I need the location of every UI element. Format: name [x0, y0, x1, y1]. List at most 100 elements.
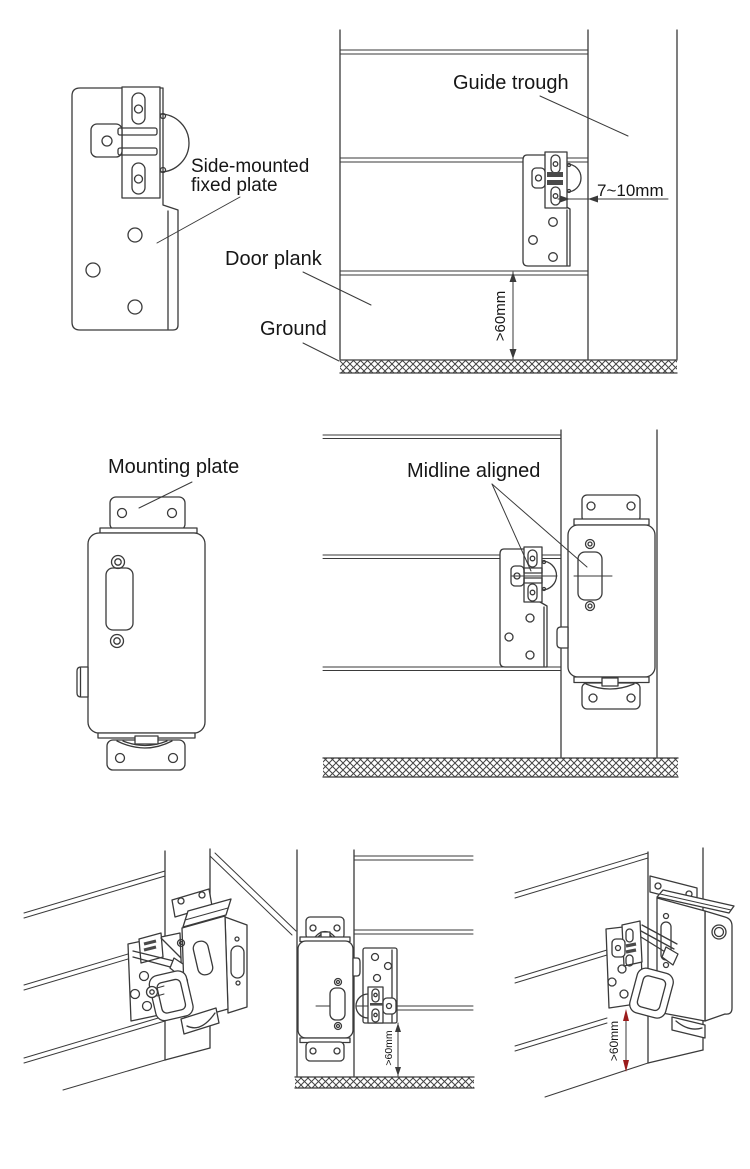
slot-screw — [133, 104, 144, 114]
pin-link — [156, 993, 165, 997]
handle-hole — [711, 924, 727, 940]
keyhole-slot — [230, 945, 245, 979]
plate-hole — [383, 961, 393, 971]
horizontal-slot — [547, 180, 563, 185]
slot-screw — [529, 555, 536, 562]
leader-door-plank — [302, 271, 372, 306]
top-strip — [99, 527, 198, 534]
door-planks — [353, 855, 474, 1011]
screw-icon — [662, 961, 670, 969]
label-guide-trough: Guide trough — [453, 72, 569, 94]
fig-midline-aligned: Midline aligned — [322, 429, 679, 778]
fig-perspective-left — [23, 848, 297, 1091]
latch-arc — [585, 683, 635, 690]
horizontal-slot — [143, 939, 157, 946]
screw-icon — [109, 633, 125, 649]
label-side-mounted-2: fixed plate — [191, 175, 278, 196]
wing-hole — [101, 135, 113, 147]
lock-unit — [556, 494, 656, 710]
pin-link — [156, 985, 165, 989]
plate-hole — [127, 299, 143, 315]
label-side-mounted-1: Side-mounted — [191, 156, 309, 177]
horizontal-slot — [523, 567, 543, 574]
u-handle — [148, 970, 194, 1022]
plate-hole — [85, 262, 101, 278]
screw-icon — [234, 936, 240, 942]
arrow-up-icon — [509, 272, 517, 282]
plate-hole — [525, 650, 535, 660]
handle-pin — [145, 985, 159, 999]
door-planks — [339, 49, 589, 276]
latch-bulge — [566, 163, 582, 193]
label-mounting-plate: Mounting plate — [108, 456, 239, 478]
bulge-pin — [566, 162, 572, 168]
flange-hole — [333, 1047, 341, 1055]
leader-midline-2 — [491, 483, 588, 568]
slot-screw — [133, 174, 144, 184]
screw-icon — [584, 538, 596, 550]
flange-hole — [198, 891, 206, 899]
leader-side-mounted — [156, 196, 241, 244]
slot-screw — [529, 589, 536, 596]
plate-hole — [127, 227, 143, 243]
label-ground: Ground — [260, 318, 327, 340]
t-bracket — [121, 86, 161, 199]
plate-hole — [372, 973, 382, 983]
bevel-line — [659, 893, 732, 911]
horizontal-slot — [547, 172, 563, 177]
wing-hole — [534, 174, 543, 182]
latch-arc — [675, 1020, 703, 1030]
screw-icon — [178, 940, 184, 946]
slot-oval — [527, 583, 538, 602]
fig-back-view: >60mm — [294, 849, 475, 1089]
side-tab — [352, 957, 361, 977]
flange-hole — [177, 897, 185, 905]
plate-hole — [528, 235, 538, 245]
fig-perspective-right: >60mm — [514, 847, 735, 1098]
bulge-pin — [541, 559, 547, 565]
latch-arc-inner — [122, 740, 168, 747]
arrow-down-icon — [509, 349, 517, 359]
ground-hatch — [322, 757, 679, 778]
flange-hole — [309, 1047, 317, 1055]
label-midline-aligned: Midline aligned — [407, 460, 540, 482]
plate-hole — [370, 952, 380, 962]
bevel-line — [184, 907, 229, 921]
leader-ground — [302, 342, 340, 362]
flange-hole — [626, 501, 636, 511]
flange-hole — [167, 752, 179, 764]
flange-hole — [654, 882, 662, 890]
slot-oval — [371, 988, 380, 1003]
side-bracket — [499, 546, 558, 668]
keyhole-slot — [329, 987, 346, 1021]
plate-hole — [525, 613, 535, 623]
fig-lock-unit-front: Mounting plate — [76, 456, 239, 771]
hinge-tab — [134, 735, 159, 745]
height-dimension: >60mm — [492, 271, 517, 360]
wing-hole — [614, 944, 622, 952]
plate-hole — [548, 217, 558, 227]
screw-icon — [113, 637, 121, 645]
horizontal-slot — [625, 948, 637, 954]
horizontal-slot — [117, 147, 158, 156]
keyhole-slot — [105, 567, 134, 631]
plate-hole — [129, 988, 141, 1000]
label-height-dimension: >60mm — [383, 1030, 395, 1066]
height-dimension: >60mm — [383, 1022, 401, 1077]
screw-icon — [587, 541, 593, 547]
latch-arc — [186, 1012, 216, 1029]
plate-hole — [619, 989, 629, 999]
latch-arc — [116, 740, 173, 749]
horizontal-slot — [117, 127, 158, 136]
slot-screw — [552, 193, 559, 199]
fig-side-mounted-plate-detail: Side-mounted fixed plate — [71, 86, 309, 331]
screw-icon — [235, 980, 241, 986]
arrow-up-icon — [623, 1009, 629, 1021]
flange-hole — [309, 924, 317, 932]
lock-unit — [297, 916, 361, 1062]
handle-hole-inner — [713, 926, 725, 938]
t-bracket — [523, 546, 543, 603]
arrow-up-icon — [395, 1023, 401, 1032]
lock-body — [297, 940, 354, 1039]
